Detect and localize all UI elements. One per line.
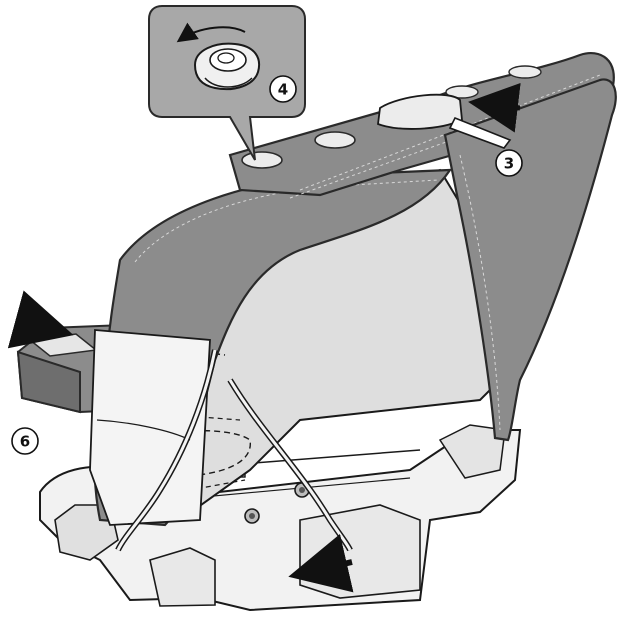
release-clip-step3: [377, 82, 521, 149]
push-arrow-icon: [468, 82, 521, 133]
clip-icon: [193, 42, 260, 91]
cover-clip-icon: [508, 65, 542, 79]
cover-clip-icon: [314, 131, 356, 149]
seat-cover-right-flap: [443, 78, 617, 442]
bolt-icon: [244, 508, 260, 524]
screwdriver-tool: [448, 116, 512, 149]
pull-arrow-icon: [288, 533, 354, 593]
rotate-arrow-icon: [176, 22, 246, 43]
cover-clip-icon: [241, 151, 283, 169]
step-3-label: 3: [504, 155, 514, 173]
push-arrow-icon: [7, 290, 74, 349]
detail-callout: 4: [148, 5, 306, 161]
step-4-label: 4: [278, 81, 288, 99]
step-3-marker: 3: [495, 149, 523, 177]
step-6-marker: 6: [11, 427, 39, 455]
seat-cover-left-flap: [89, 168, 453, 527]
step-6-label: 6: [20, 433, 30, 451]
